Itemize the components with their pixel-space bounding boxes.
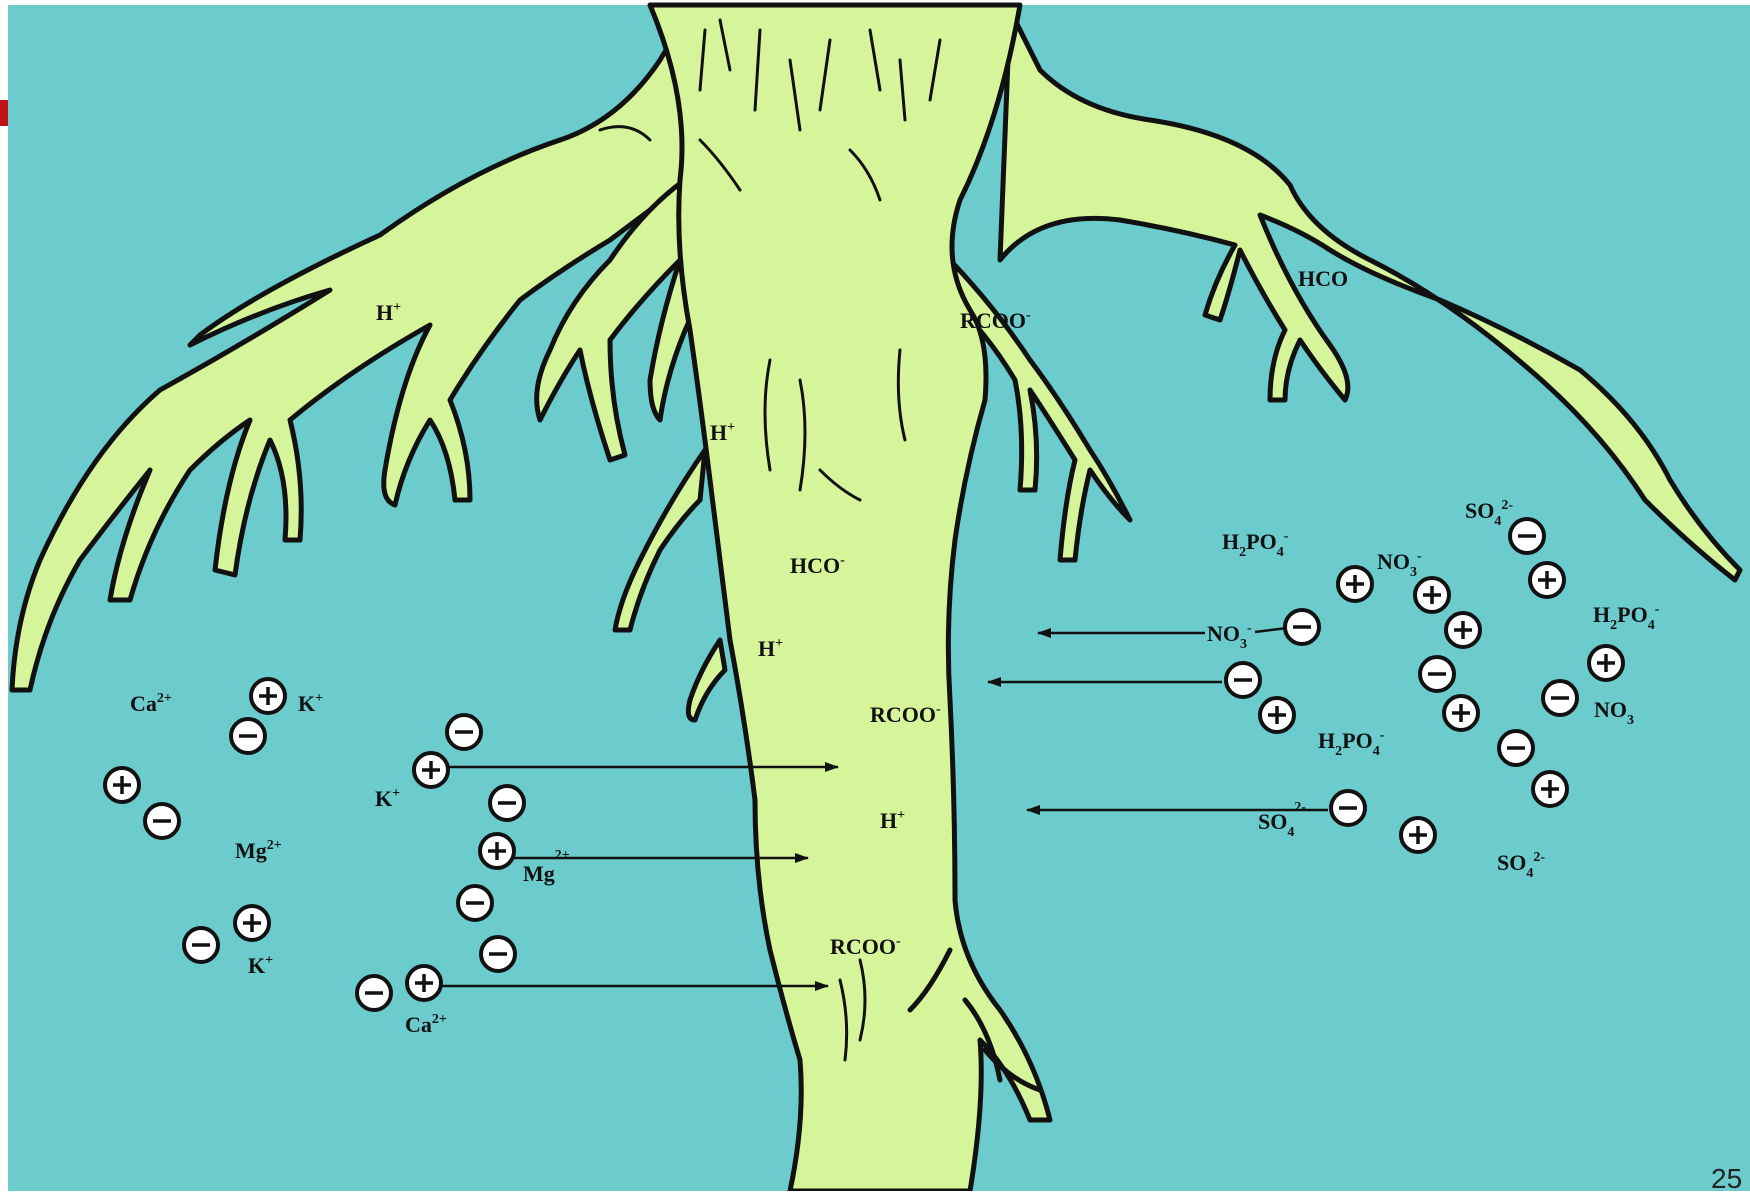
plus-ion-icon bbox=[1260, 698, 1294, 732]
minus-ion-icon bbox=[1420, 657, 1454, 691]
plus-ion-icon bbox=[1446, 613, 1480, 647]
plus-ion-icon bbox=[480, 834, 514, 868]
label-rcoo-stem-low: RCOO- bbox=[830, 934, 901, 959]
minus-ion-icon bbox=[231, 719, 265, 753]
plus-ion-icon bbox=[1533, 772, 1567, 806]
label-hco-right-branch: HCO bbox=[1298, 266, 1348, 291]
plus-ion-icon bbox=[1589, 646, 1623, 680]
minus-ion-icon bbox=[1226, 663, 1260, 697]
label-rcoo-stem-mid: RCOO- bbox=[870, 702, 941, 727]
plus-ion-icon bbox=[105, 768, 139, 802]
plus-ion-icon bbox=[414, 753, 448, 787]
plus-ion-icon bbox=[1444, 696, 1478, 730]
minus-ion-icon bbox=[447, 715, 481, 749]
minus-ion-icon bbox=[458, 886, 492, 920]
minus-ion-icon bbox=[1543, 681, 1577, 715]
page-number: 25 bbox=[1711, 1163, 1742, 1191]
plus-ion-icon bbox=[407, 966, 441, 1000]
label-hco-stem: HCO- bbox=[790, 553, 845, 578]
minus-ion-icon bbox=[184, 928, 218, 962]
plus-ion-icon bbox=[1401, 818, 1435, 852]
minus-ion-icon bbox=[145, 804, 179, 838]
minus-ion-icon bbox=[357, 976, 391, 1010]
plus-ion-icon bbox=[235, 906, 269, 940]
plus-ion-icon bbox=[1530, 563, 1564, 597]
minus-ion-icon bbox=[1285, 610, 1319, 644]
minus-ion-icon bbox=[1331, 791, 1365, 825]
minus-ion-icon bbox=[490, 786, 524, 820]
slide-accent-bar bbox=[0, 100, 8, 126]
plus-ion-icon bbox=[251, 679, 285, 713]
minus-ion-icon bbox=[481, 937, 515, 971]
plus-ion-icon bbox=[1338, 567, 1372, 601]
plus-ion-icon bbox=[1415, 578, 1449, 612]
minus-ion-icon bbox=[1499, 731, 1533, 765]
minus-ion-icon bbox=[1510, 519, 1544, 553]
label-rcoo-upper: RCOO- bbox=[960, 308, 1031, 333]
